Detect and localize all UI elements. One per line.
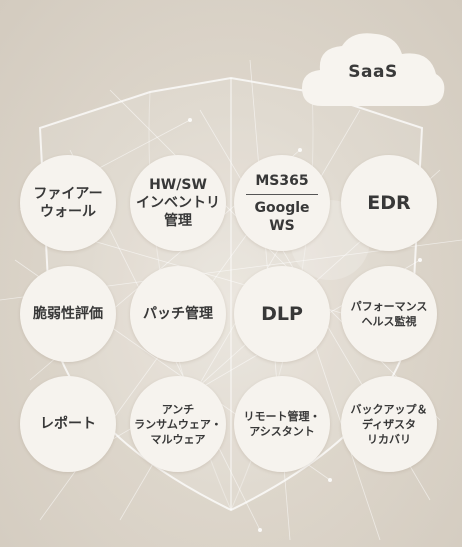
remote-label-line1: リモート管理・ bbox=[243, 410, 321, 423]
backup-label-line3: リカバリ bbox=[367, 432, 411, 446]
edr-label: EDR bbox=[367, 192, 411, 214]
dlp-circle: DLP bbox=[234, 266, 330, 362]
antiransom-label-line3: マルウェア bbox=[150, 432, 206, 446]
performance-label-line1: パフォーマンス bbox=[350, 300, 428, 313]
ms365-divider bbox=[246, 193, 318, 195]
firewall-circle: ファイアー ウォール bbox=[20, 155, 116, 251]
saas-label: SaaS bbox=[348, 62, 398, 82]
backup-label-line1: バックアップ＆ bbox=[350, 402, 428, 416]
vulnerability-assessment-circle: 脆弱性評価 bbox=[20, 266, 116, 362]
ms365-google-ws-circle: MS365 Google WS bbox=[234, 155, 330, 251]
hw-sw-label-line1: HW/SW bbox=[149, 177, 207, 193]
ws-label: WS bbox=[269, 217, 295, 234]
ms365-label: MS365 bbox=[255, 172, 309, 189]
cloud-icon bbox=[302, 33, 445, 107]
performance-label-line2: ヘルス監視 bbox=[361, 315, 417, 328]
remote-management-circle: リモート管理・ アシスタント bbox=[234, 376, 330, 472]
backup-label-line2: ディザスタ bbox=[361, 417, 417, 431]
firewall-label-line1: ファイアー bbox=[33, 186, 103, 202]
vulnerability-label: 脆弱性評価 bbox=[33, 306, 103, 322]
firewall-label-line2: ウォール bbox=[40, 204, 96, 220]
hw-sw-label-line2: インベントリ bbox=[136, 195, 220, 211]
report-circle: レポート bbox=[20, 376, 116, 472]
antiransom-label-line1: アンチ bbox=[161, 402, 195, 416]
saas-cloud: SaaS bbox=[300, 28, 446, 112]
patch-label: パッチ管理 bbox=[143, 306, 213, 322]
remote-label-line2: アシスタント bbox=[249, 425, 315, 438]
performance-health-monitoring-circle: パフォーマンス ヘルス監視 bbox=[341, 266, 437, 362]
anti-ransomware-circle: アンチ ランサムウェア・ マルウェア bbox=[130, 376, 226, 472]
hw-sw-inventory-circle: HW/SW インベントリ 管理 bbox=[130, 155, 226, 251]
report-label: レポート bbox=[40, 416, 96, 432]
edr-circle: EDR bbox=[341, 155, 437, 251]
patch-management-circle: パッチ管理 bbox=[130, 266, 226, 362]
hw-sw-label-line3: 管理 bbox=[164, 213, 192, 229]
antiransom-label-line2: ランサムウェア・ bbox=[134, 417, 222, 431]
dlp-label: DLP bbox=[261, 303, 303, 325]
google-label: Google bbox=[254, 199, 310, 216]
backup-disaster-recovery-circle: バックアップ＆ ディザスタ リカバリ bbox=[341, 376, 437, 472]
